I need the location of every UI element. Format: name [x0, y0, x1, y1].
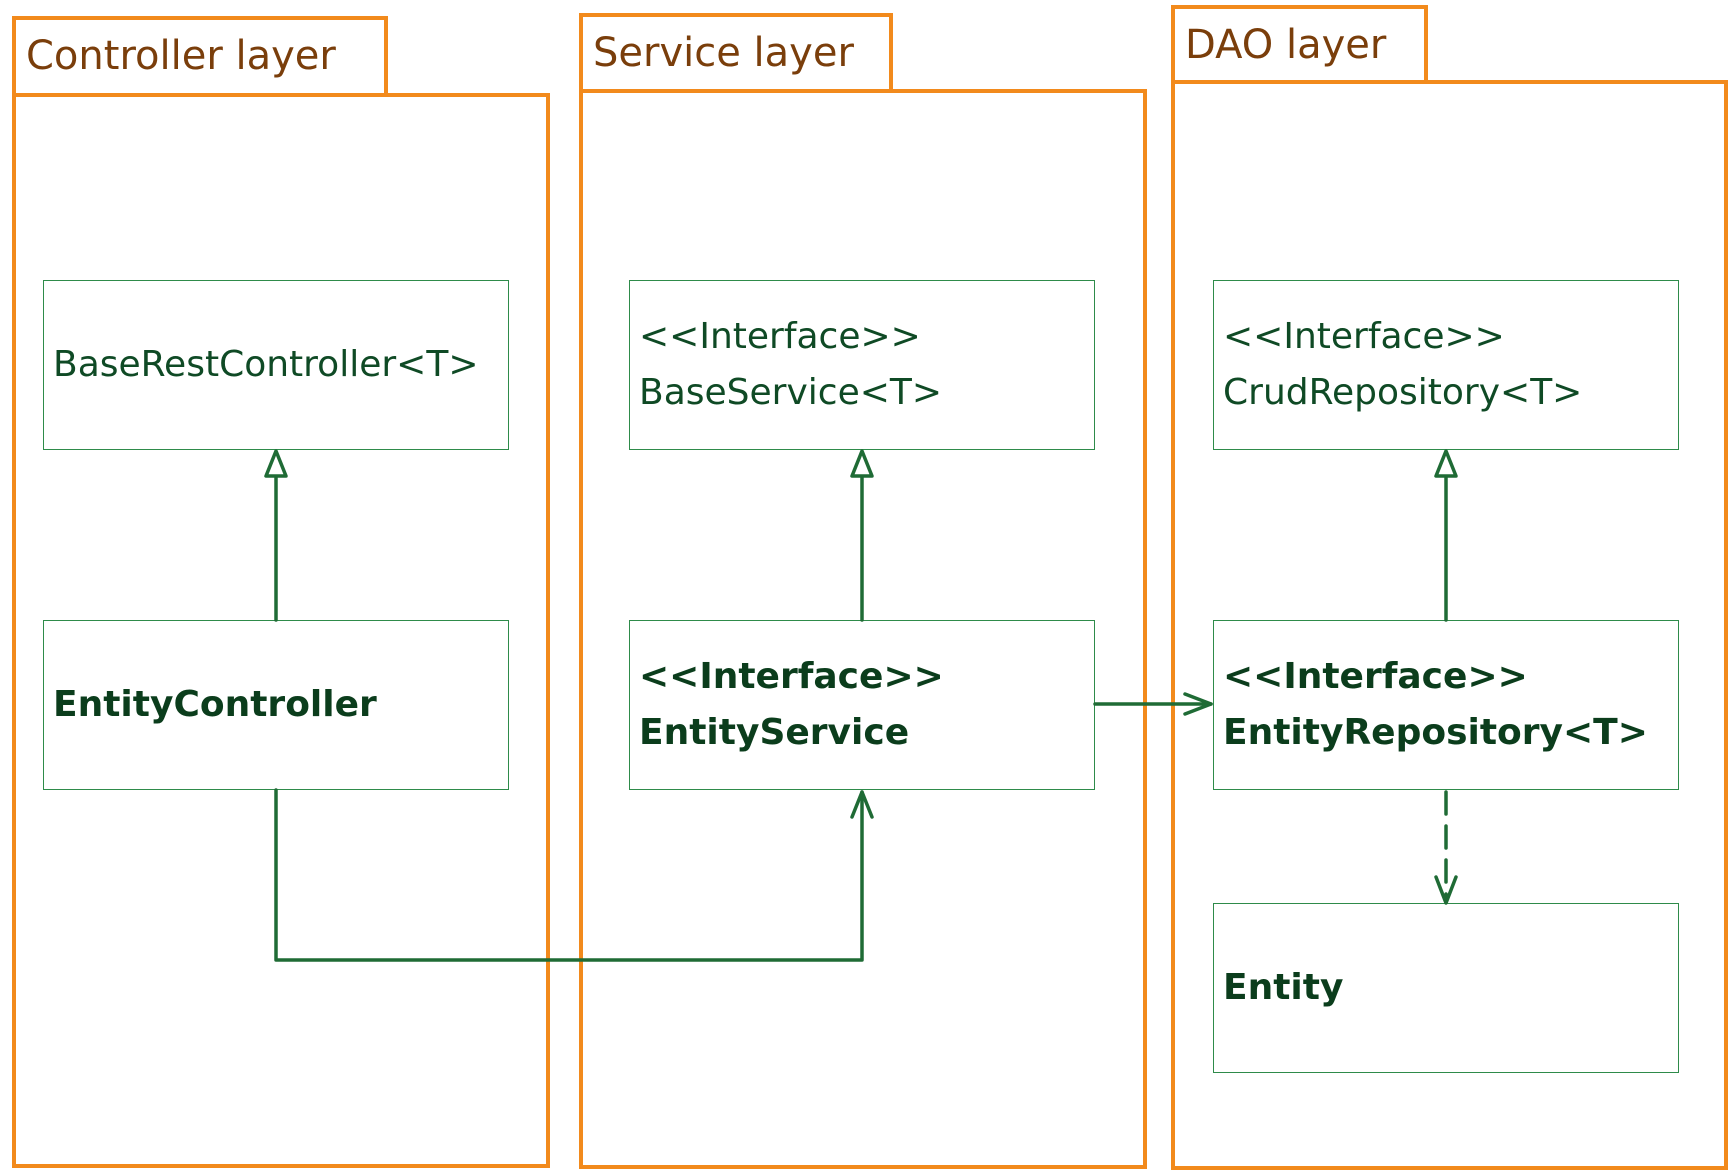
controller-layer-title: Controller layer — [26, 33, 336, 79]
entity-repository-name: EntityRepository<T> — [1223, 712, 1648, 753]
entity-repository-stereotype: <<Interface>> — [1223, 656, 1528, 697]
base-service-name: BaseService<T> — [639, 372, 943, 413]
base-rest-controller-name: BaseRestController<T> — [53, 344, 479, 385]
crud-repository-class: <<Interface>> CrudRepository<T> — [1213, 280, 1679, 450]
dao-layer-title: DAO layer — [1185, 22, 1387, 68]
entity-service-stereotype: <<Interface>> — [639, 656, 944, 697]
base-service-stereotype: <<Interface>> — [639, 316, 921, 357]
crud-repository-name: CrudRepository<T> — [1223, 372, 1583, 413]
crud-repository-stereotype: <<Interface>> — [1223, 316, 1505, 357]
dao-layer-package — [1171, 80, 1728, 1170]
controller-layer-tab: Controller layer — [12, 16, 388, 97]
entity-service-class: <<Interface>> EntityService — [629, 620, 1095, 790]
base-service-class: <<Interface>> BaseService<T> — [629, 280, 1095, 450]
entity-name: Entity — [1223, 967, 1344, 1008]
service-layer-tab: Service layer — [579, 13, 893, 93]
entity-service-name: EntityService — [639, 712, 910, 753]
entity-controller-class: EntityController — [43, 620, 509, 790]
base-rest-controller-class: BaseRestController<T> — [43, 280, 509, 450]
entity-class: Entity — [1213, 903, 1679, 1073]
entity-repository-class: <<Interface>> EntityRepository<T> — [1213, 620, 1679, 790]
dao-layer-tab: DAO layer — [1171, 5, 1428, 84]
service-layer-title: Service layer — [593, 30, 854, 76]
entity-controller-name: EntityController — [53, 684, 377, 725]
